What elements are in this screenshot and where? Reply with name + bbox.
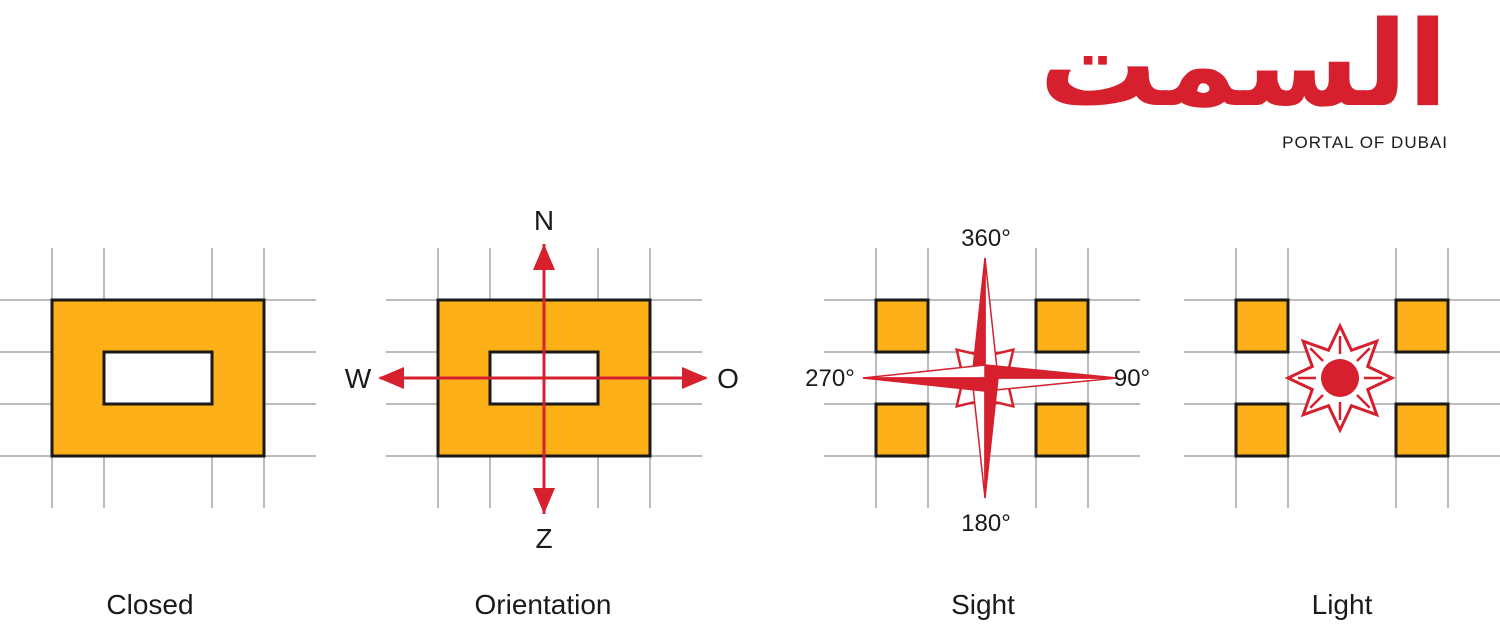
panel-light: Light (1184, 248, 1500, 620)
courtyard-block (50, 298, 266, 458)
label-270: 270° (805, 365, 855, 392)
compass-point-filled (862, 377, 986, 392)
caption-sight: Sight (951, 589, 1015, 620)
sun-ray (1309, 347, 1324, 362)
compass-point-filled (984, 364, 1118, 379)
caption-orientation: Orientation (475, 589, 612, 620)
corner-block (874, 298, 930, 354)
arrowhead-icon (533, 488, 555, 514)
label-south: Z (535, 523, 552, 554)
panel-closed: Closed (0, 248, 316, 620)
corner-block (1034, 402, 1090, 458)
label-east: O (717, 363, 739, 394)
corner-block (1394, 298, 1450, 354)
compass-point-outline (971, 377, 986, 499)
sun-ray (1356, 347, 1371, 362)
corner-block (1234, 402, 1290, 458)
label-180: 180° (961, 510, 1011, 537)
compass-point-filled (984, 377, 999, 499)
sun-ray (1356, 394, 1371, 409)
label-90: 90° (1114, 365, 1150, 392)
sun-disc (1321, 359, 1359, 397)
compass-point-outline (984, 257, 999, 379)
sun-star-icon (1284, 322, 1396, 434)
arrowhead-icon (378, 367, 404, 389)
courtyard-block (436, 298, 652, 458)
corner-block (1234, 298, 1290, 354)
corner-block (874, 402, 930, 458)
caption-closed: Closed (106, 589, 193, 620)
compass-point-outline (984, 377, 1118, 392)
label-west: W (345, 363, 372, 394)
corner-block (1034, 298, 1090, 354)
arrowhead-icon (682, 367, 708, 389)
logo-arabic-text: السمت (1039, 0, 1448, 133)
logo-subtitle: PORTAL OF DUBAI (1282, 133, 1448, 152)
label-360: 360° (961, 225, 1011, 252)
grid-lines (0, 248, 316, 508)
compass-point-outline (862, 364, 986, 379)
corner-block (1394, 402, 1450, 458)
label-north: N (534, 205, 554, 236)
compass-rose-icon (862, 257, 1118, 499)
sun-ray (1309, 394, 1324, 409)
panel-sight: 360° 180° 270° 90° Sight (805, 225, 1150, 620)
caption-light: Light (1312, 589, 1373, 620)
panel-orientation: N Z W O Orientation (345, 205, 739, 620)
arrowhead-icon (533, 244, 555, 270)
compass-point-filled (971, 257, 986, 379)
